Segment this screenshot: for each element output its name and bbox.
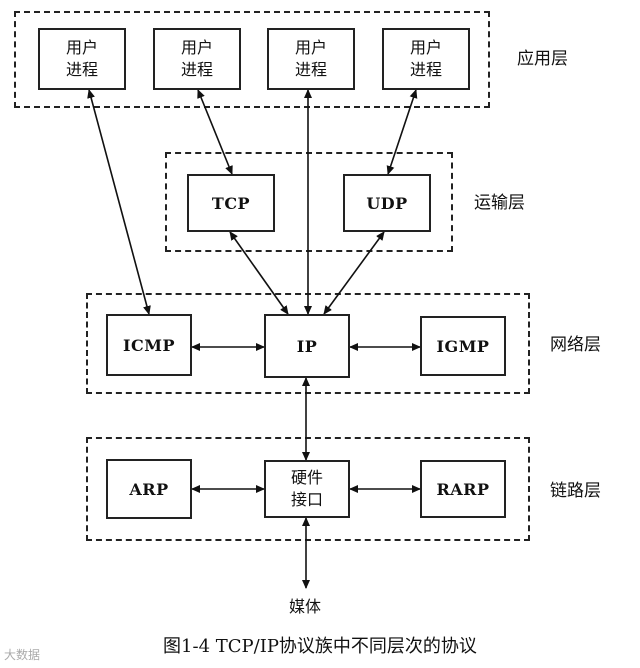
hardware-interface-box: 硬件 接口 <box>264 460 350 518</box>
figure-caption: 图1-4 TCP/IP协议族中不同层次的协议 <box>163 636 477 657</box>
link-layer-label: 链路层 <box>550 481 601 501</box>
user-process-box-2: 用户 进程 <box>153 28 241 90</box>
user-process-box-4: 用户 进程 <box>382 28 470 90</box>
igmp-box: IGMP <box>420 316 506 376</box>
transport-layer-label: 运输层 <box>474 193 525 213</box>
application-layer-frame <box>14 11 490 108</box>
udp-box: UDP <box>343 174 431 232</box>
arrow-tcp-ip <box>229 231 289 315</box>
ip-box: IP <box>264 314 350 378</box>
arrow-udp-ip <box>323 231 385 315</box>
watermark: 大数据 <box>4 648 41 662</box>
icmp-box: ICMP <box>106 314 192 376</box>
network-layer-label: 网络层 <box>550 335 601 355</box>
user-process-box-1: 用户 进程 <box>38 28 126 90</box>
arrow-user1-icmp <box>87 89 151 315</box>
rarp-box: RARP <box>420 460 506 518</box>
user-process-box-3: 用户 进程 <box>267 28 355 90</box>
arp-box: ARP <box>106 459 192 519</box>
arrow-user4-udp <box>386 89 418 175</box>
arrow-user2-tcp <box>197 89 233 175</box>
application-layer-label: 应用层 <box>517 49 568 69</box>
tcp-box: TCP <box>187 174 275 232</box>
media-label: 媒体 <box>289 597 322 616</box>
